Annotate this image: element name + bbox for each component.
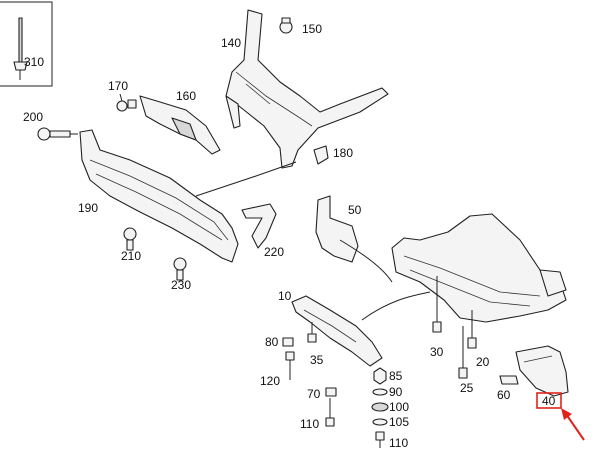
bolt-230: 230 (171, 257, 191, 292)
inset-box-310: 310 (0, 1, 53, 87)
label-10: 10 (278, 289, 292, 303)
label-120: 120 (260, 374, 280, 388)
bolt-150: 150 (279, 17, 322, 36)
bracket-160: 160 (139, 89, 221, 155)
label-50: 50 (348, 203, 362, 217)
crossmember-190: 190 (78, 129, 297, 263)
label-25: 25 (460, 381, 474, 395)
hardware-stack: 85 90 100 105 110 (371, 367, 409, 450)
label-190: 190 (78, 201, 98, 215)
label-310: 310 (24, 55, 44, 69)
radiator-support-140: 140 (221, 9, 389, 169)
bolt-25: 25 (458, 326, 474, 395)
bolt-35: 35 (307, 322, 324, 367)
label-110-left: 110 (300, 417, 319, 431)
label-30: 30 (430, 345, 444, 359)
bolt-200: 200 (23, 110, 78, 141)
bolt-80: 80 (265, 335, 294, 349)
highlight-box-40 (536, 392, 562, 409)
cover-50: 50 (315, 195, 362, 263)
label-110-right: 110 (389, 436, 408, 450)
label-105: 105 (389, 415, 409, 429)
label-85: 85 (389, 369, 403, 383)
bracket-220: 220 (241, 203, 284, 259)
arrow-line-50 (339, 239, 393, 283)
label-230: 230 (171, 278, 191, 292)
highlight-arrowhead (561, 408, 572, 420)
bolt-110-left: 110 (300, 398, 335, 431)
label-210: 210 (121, 249, 141, 263)
bracket-40: 40 (515, 345, 585, 441)
crossmember-10: 10 (278, 289, 383, 367)
label-80: 80 (265, 335, 279, 349)
label-150: 150 (302, 22, 322, 36)
bolt-30: 30 (430, 276, 444, 359)
label-20: 20 (476, 355, 490, 369)
bolt-120: 120 (260, 351, 295, 388)
bolt-20: 20 (467, 310, 490, 369)
label-100: 100 (389, 400, 409, 414)
label-35: 35 (310, 353, 324, 367)
clip-170: 170 (108, 79, 137, 112)
part-60: 60 (497, 375, 519, 402)
label-60: 60 (497, 388, 511, 402)
label-180: 180 (333, 146, 353, 160)
label-200: 200 (23, 110, 43, 124)
label-140: 140 (221, 36, 241, 50)
label-90: 90 (389, 385, 403, 399)
label-170: 170 (108, 79, 128, 93)
bracket-180: 180 (313, 145, 353, 165)
bolt-210: 210 (121, 227, 141, 263)
label-220: 220 (264, 245, 284, 259)
arrow-line-10 (361, 291, 431, 321)
bolt-70: 70 (307, 387, 337, 401)
highlight-arrow (565, 413, 585, 441)
label-160: 160 (176, 89, 196, 103)
label-70: 70 (307, 387, 321, 401)
label-40: 40 (542, 394, 556, 408)
front-subframe (391, 213, 567, 323)
